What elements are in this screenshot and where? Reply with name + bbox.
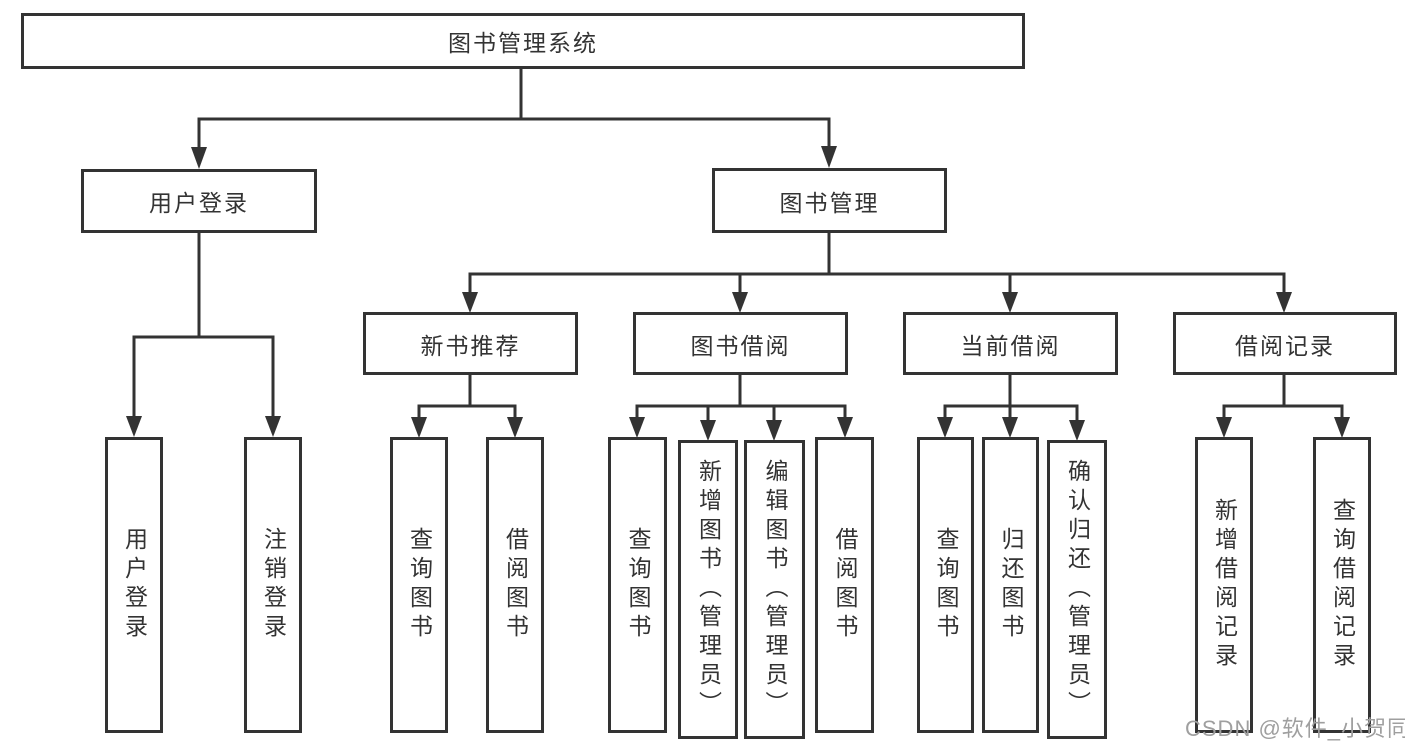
leaf-confirm-return-admin: 确认归还（管理员） [1047, 440, 1107, 739]
node-user-login: 用户登录 [81, 169, 317, 233]
leaf-borrow-books-1: 借阅图书 [486, 437, 544, 733]
leaf-logout: 注销登录 [244, 437, 302, 733]
leaf-label: 查询图书 [625, 527, 651, 643]
leaf-query-books-3: 查询图书 [917, 437, 974, 733]
leaf-borrow-books-2: 借阅图书 [815, 437, 874, 733]
node-book-management: 图书管理 [712, 168, 947, 233]
csdn-watermark: CSDN @软件_小贺同学 [1185, 716, 1405, 741]
arrowheads [126, 146, 1350, 441]
leaf-label: 借阅图书 [502, 527, 529, 643]
leaf-label: 确认归还（管理员） [1064, 459, 1091, 720]
node-root: 图书管理系统 [21, 13, 1025, 69]
leaf-label: 编辑图书（管理员） [762, 459, 788, 720]
leaf-label: 查询图书 [933, 527, 959, 643]
leaf-label: 用户登录 [121, 527, 148, 643]
leaf-query-books-2: 查询图书 [608, 437, 667, 733]
node-borrow-records: 借阅记录 [1173, 312, 1397, 375]
leaf-user-login: 用户登录 [105, 437, 163, 733]
leaf-query-borrow-record: 查询借阅记录 [1313, 437, 1371, 733]
leaf-query-books-1: 查询图书 [390, 437, 448, 733]
leaf-edit-books-admin: 编辑图书（管理员） [744, 440, 805, 739]
node-new-book-recommend: 新书推荐 [363, 312, 578, 375]
leaf-label: 注销登录 [260, 527, 287, 643]
node-book-borrow: 图书借阅 [633, 312, 848, 375]
leaf-label: 查询图书 [406, 527, 433, 643]
leaf-add-books-admin: 新增图书（管理员） [678, 440, 738, 739]
leaf-return-books: 归还图书 [982, 437, 1039, 733]
leaf-label: 归还图书 [998, 527, 1024, 643]
leaf-label: 新增图书（管理员） [695, 459, 722, 720]
node-current-borrow: 当前借阅 [903, 312, 1118, 375]
leaf-add-borrow-record: 新增借阅记录 [1195, 437, 1253, 733]
connector-lines [132, 69, 1344, 422]
leaf-label: 查询借阅记录 [1329, 498, 1356, 672]
leaf-label: 新增借阅记录 [1211, 498, 1238, 672]
leaf-label: 借阅图书 [832, 527, 858, 643]
